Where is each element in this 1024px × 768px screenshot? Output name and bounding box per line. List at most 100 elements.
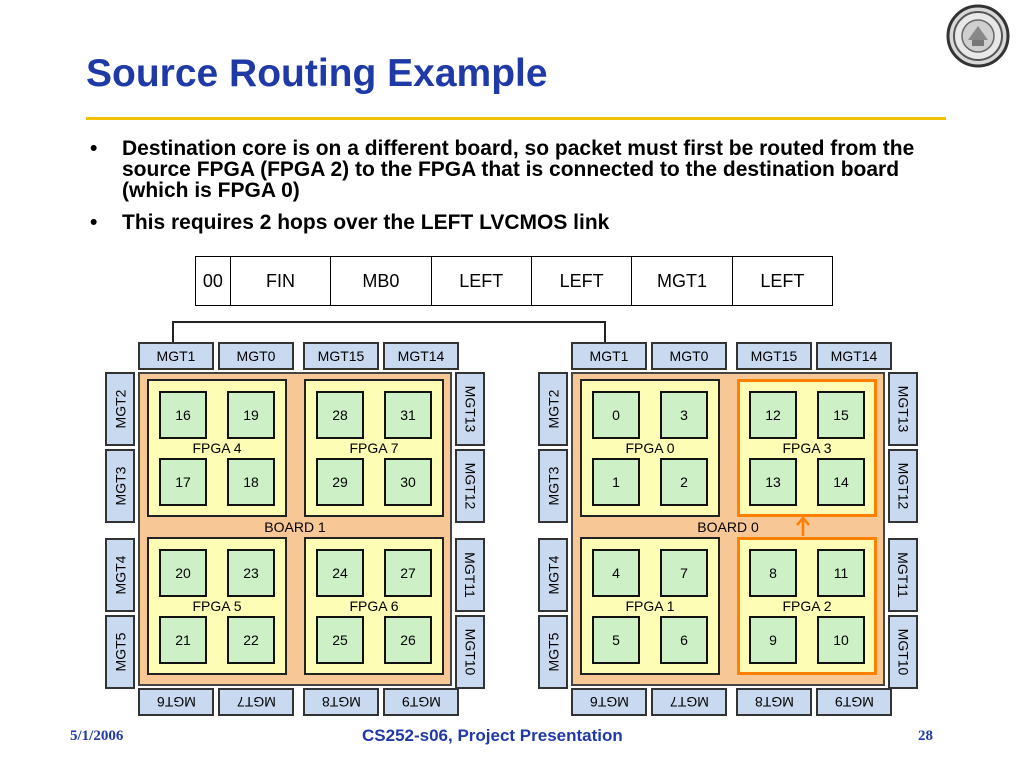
core: 5 [592, 616, 640, 664]
mgt-label: MGT11 [895, 552, 912, 598]
mgt-port: MGT2 [105, 372, 135, 446]
mgt-port: MGT13 [455, 372, 485, 446]
mgt-label: MGT8 [754, 694, 794, 710]
header-field: MGT1 [631, 257, 731, 305]
mgt-port: MGT2 [538, 372, 568, 446]
mgt-port: MGT7 [218, 688, 294, 716]
fpga-label: FPGA 4 [192, 440, 242, 456]
core: 27 [384, 549, 432, 597]
core: 28 [316, 391, 364, 439]
mgt-label: MGT4 [112, 555, 129, 595]
board-label: BOARD 1 [264, 519, 326, 535]
mgt-port: MGT6 [571, 688, 647, 716]
core: 30 [384, 458, 432, 506]
mgt-label: MGT0 [236, 348, 276, 364]
slide-title: Source Routing Example [86, 52, 548, 95]
core: 23 [227, 549, 275, 597]
header-field: 00 [202, 270, 223, 291]
mgt-label: MGT3 [545, 466, 562, 506]
core: 13 [749, 458, 797, 506]
mgt-label: MGT12 [895, 462, 911, 510]
mgt-label: MGT13 [895, 385, 911, 433]
core: 8 [749, 549, 797, 597]
fpga-label: FPGA 5 [192, 598, 242, 614]
connector-wire [172, 321, 606, 323]
mgt-label: MGT14 [397, 348, 445, 364]
core: 26 [384, 616, 432, 664]
core: 2 [660, 458, 708, 506]
core: 19 [227, 391, 275, 439]
mgt-port: MGT1 [138, 342, 214, 370]
mgt-label: MGT5 [545, 632, 562, 672]
mgt-label: MGT2 [112, 389, 129, 429]
fpga-label: FPGA 2 [782, 598, 832, 614]
mgt-label: MGT6 [156, 694, 196, 710]
core: 0 [592, 391, 640, 439]
core: 7 [660, 549, 708, 597]
header-field: LEFT [731, 257, 832, 305]
footer-title: CS252-s06, Project Presentation [362, 726, 623, 745]
board-label: BOARD 0 [697, 519, 759, 535]
mgt-port: MGT9 [383, 688, 459, 716]
mgt-label: MGT10 [462, 628, 478, 676]
mgt-label: MGT7 [236, 694, 276, 710]
mgt-label: MGT6 [589, 694, 629, 710]
bullet-text: This requires 2 hops over the LEFT LVCMO… [122, 211, 610, 234]
mgt-port: MGT8 [736, 688, 812, 716]
mgt-label: MGT8 [321, 694, 361, 710]
core: 16 [159, 391, 207, 439]
mgt-port: MGT4 [538, 538, 568, 612]
mgt-port: MGT12 [455, 449, 485, 523]
mgt-label: MGT15 [317, 348, 365, 364]
connector-wire [172, 321, 174, 343]
mgt-label: MGT5 [112, 632, 129, 672]
university-seal-icon [946, 4, 1010, 68]
header-field: MB0 [330, 257, 430, 305]
mgt-port: MGT8 [303, 688, 379, 716]
fpga-label: FPGA 1 [625, 598, 675, 614]
mgt-port: MGT5 [105, 615, 135, 689]
mgt-label: MGT7 [669, 694, 709, 710]
core: 22 [227, 616, 275, 664]
fpga-label: FPGA 3 [782, 440, 832, 456]
core: 6 [660, 616, 708, 664]
core: 3 [660, 391, 708, 439]
fpga-label: FPGA 0 [625, 440, 675, 456]
mgt-port: MGT10 [888, 615, 918, 689]
mgt-port: MGT15 [303, 342, 379, 370]
mgt-port: MGT15 [736, 342, 812, 370]
core: 15 [817, 391, 865, 439]
mgt-port: MGT4 [105, 538, 135, 612]
mgt-port: MGT14 [383, 342, 459, 370]
footer-page-number: 28 [918, 728, 933, 744]
footer-date: 5/1/2006 [70, 728, 124, 744]
mgt-label: MGT15 [750, 348, 798, 364]
mgt-label: MGT9 [401, 694, 441, 710]
title-underline [86, 117, 946, 120]
mgt-label: MGT2 [545, 389, 562, 429]
mgt-label: MGT0 [669, 348, 709, 364]
mgt-label: MGT10 [895, 628, 911, 676]
header-field: LEFT [430, 257, 531, 305]
mgt-port: MGT10 [455, 615, 485, 689]
core: 17 [159, 458, 207, 506]
bullet-dot: • [90, 137, 98, 160]
mgt-port: MGT11 [455, 538, 485, 612]
mgt-port: MGT13 [888, 372, 918, 446]
connector-wire [604, 321, 606, 343]
header-field: FIN [229, 257, 330, 305]
core: 25 [316, 616, 364, 664]
core: 14 [817, 458, 865, 506]
mgt-port: MGT3 [105, 449, 135, 523]
core: 1 [592, 458, 640, 506]
mgt-label: MGT9 [834, 694, 874, 710]
mgt-label: MGT11 [462, 552, 479, 598]
mgt-label: MGT13 [462, 385, 478, 433]
header-field: LEFT [530, 257, 631, 305]
core: 11 [817, 549, 865, 597]
core: 9 [749, 616, 797, 664]
core: 4 [592, 549, 640, 597]
mgt-label: MGT1 [156, 348, 196, 364]
mgt-label: MGT3 [112, 466, 129, 506]
mgt-label: MGT14 [830, 348, 878, 364]
